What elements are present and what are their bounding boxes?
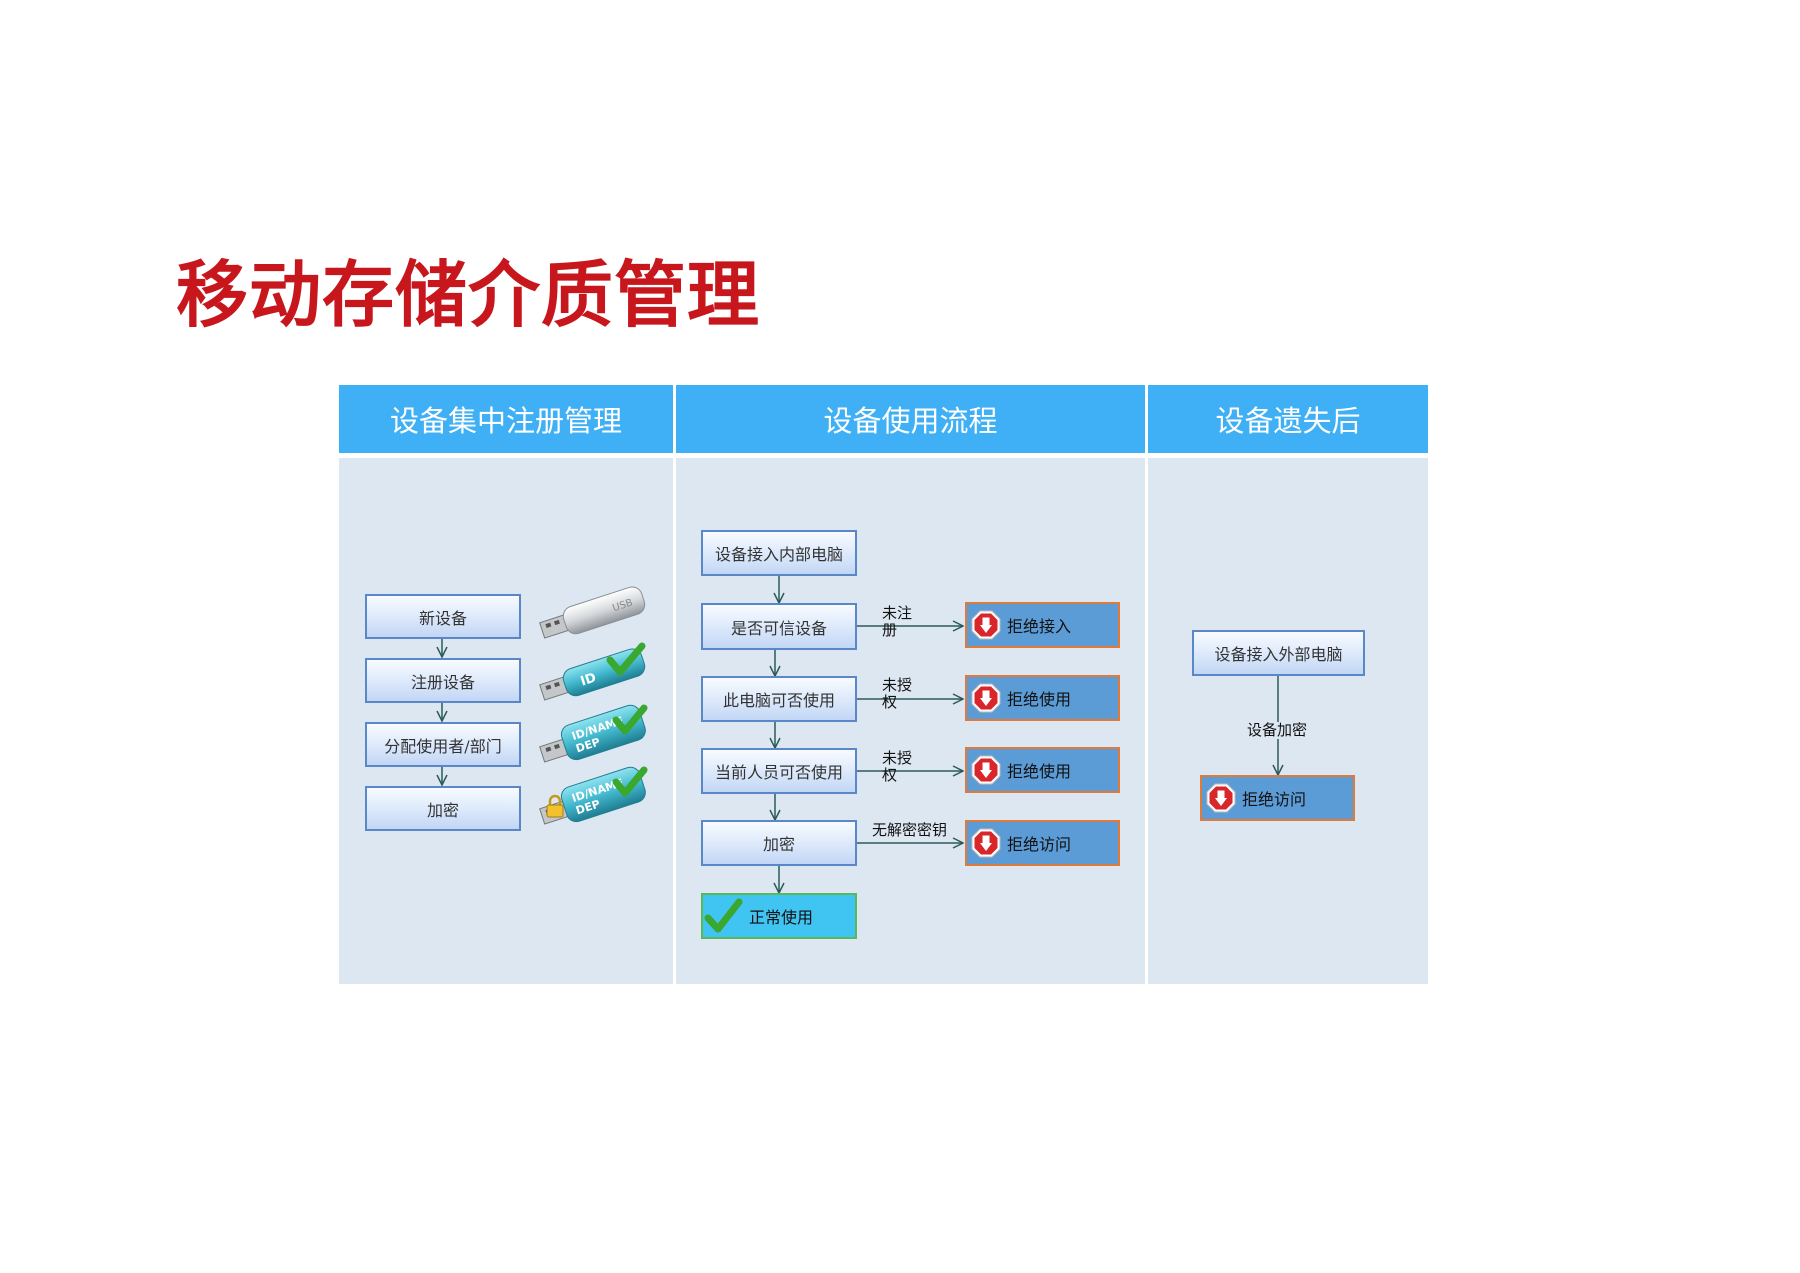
stop-sign-icon [971, 610, 1001, 640]
step-new-device: 新设备 [365, 594, 521, 639]
step-user-permission-check: 当前人员可否使用 [701, 748, 857, 794]
condition-label-unregistered: 未注册 [882, 604, 913, 639]
result-deny-access: 拒绝接入 [965, 602, 1120, 648]
condition-label-no-decryption-key: 无解密密钥 [872, 821, 948, 839]
condition-label-unauthorized-pc: 未授权 [882, 676, 913, 711]
step-encrypt-usage: 加密 [701, 820, 857, 866]
panel-lost-device [1148, 458, 1428, 984]
stop-sign-icon [1206, 783, 1236, 813]
step-register-device: 注册设备 [365, 658, 521, 703]
usb-stick-id-name-dep-icon: ID/NAME DEP [539, 704, 648, 763]
condition-label-unauthorized-user: 未授权 [882, 749, 913, 784]
checkmark-icon [704, 898, 743, 933]
page-title: 移动存储介质管理 [176, 253, 761, 337]
step-assign-user-department: 分配使用者/部门 [365, 722, 521, 767]
svg-text:ID: ID [579, 670, 599, 689]
result-deny-use-user: 拒绝使用 [965, 747, 1120, 793]
step-trusted-device-check: 是否可信设备 [701, 603, 857, 650]
edge-label-device-encrypted: 设备加密 [1246, 721, 1309, 739]
result-deny-use-pc: 拒绝使用 [965, 675, 1120, 721]
step-connect-external-pc: 设备接入外部电脑 [1192, 630, 1365, 676]
usb-stick-encrypted-icon: ID/NAME DEP [539, 766, 648, 825]
stop-sign-icon [971, 828, 1001, 858]
column-header-usage-flow: 设备使用流程 [676, 385, 1145, 453]
usb-stick-id-icon: ID [539, 642, 646, 701]
padlock-icon [546, 794, 564, 818]
result-deny-read: 拒绝访问 [965, 820, 1120, 866]
stop-sign-icon [971, 683, 1001, 713]
column-header-registration: 设备集中注册管理 [339, 385, 673, 453]
stop-sign-icon [971, 755, 1001, 785]
result-normal-use: 正常使用 [701, 893, 857, 939]
step-encrypt: 加密 [365, 786, 521, 831]
step-connect-internal-pc: 设备接入内部电脑 [701, 530, 857, 576]
column-header-lost-device: 设备遗失后 [1148, 385, 1428, 453]
result-deny-read-external: 拒绝访问 [1200, 775, 1355, 821]
usb-stick-plain-icon: USB [539, 586, 646, 639]
step-pc-permission-check: 此电脑可否使用 [701, 676, 857, 722]
